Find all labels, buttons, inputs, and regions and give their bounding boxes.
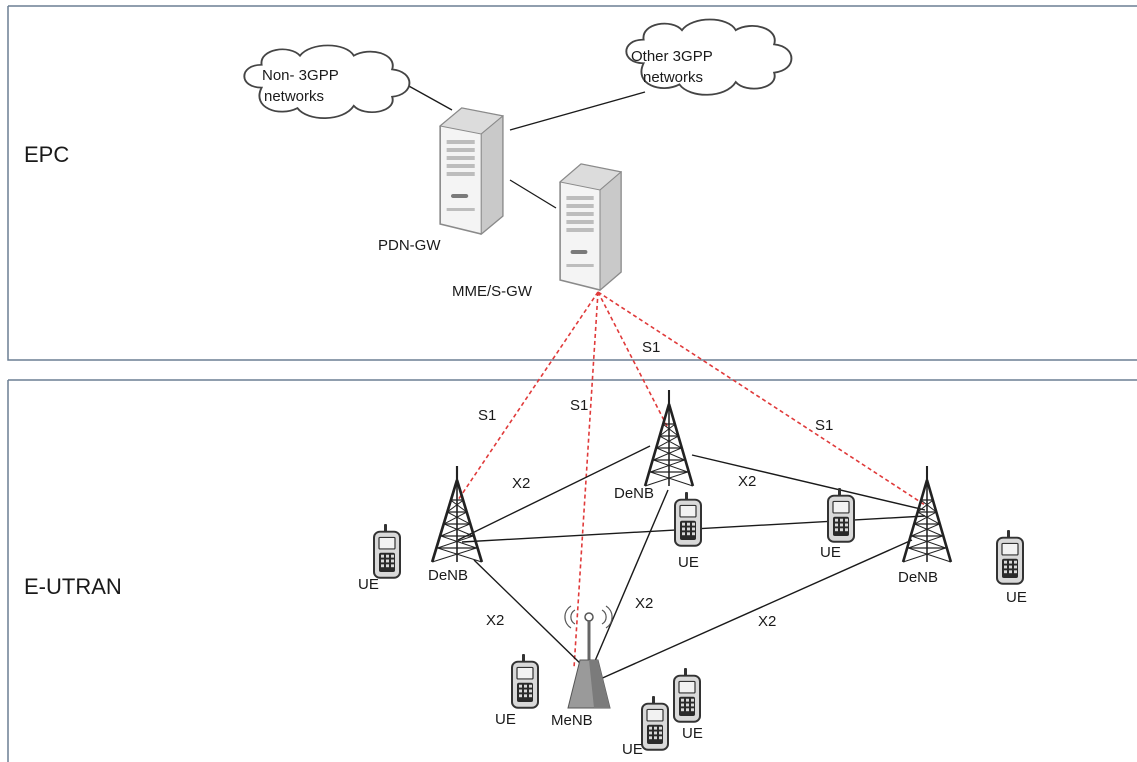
eutran-label: E-UTRAN — [24, 574, 122, 599]
pdn-gw-label: PDN-GW — [378, 237, 441, 254]
ue-7: UE — [622, 695, 669, 758]
ue-3: UE — [820, 487, 855, 561]
ue-5-label: UE — [495, 711, 516, 728]
ue-2: UE — [674, 491, 702, 571]
ue-1-label: UE — [358, 576, 379, 593]
x2-label-3: X2 — [486, 612, 504, 629]
denb-center-label: DeNB — [614, 485, 654, 502]
s1-link-denb-left — [457, 291, 599, 501]
ue-6: UE — [673, 667, 703, 742]
link-pdngw-mmesgw — [509, 179, 557, 209]
ue-1: UE — [358, 523, 401, 593]
eutran-region — [7, 379, 1137, 762]
other-3gpp-label-line2: networks — [643, 69, 703, 86]
non-3gpp-label-line2: networks — [264, 88, 324, 105]
s1-link-menb — [573, 291, 599, 669]
denb-left-label: DeNB — [428, 567, 468, 584]
pdn-gw-server: PDN-GW — [378, 107, 504, 254]
link-labels: S1 S1 S1 S1 X2 X2 X2 X2 X2 — [478, 339, 833, 630]
x2-link-center-right — [691, 454, 926, 511]
denb-right-tower: DeNB — [898, 464, 953, 586]
ue-6-label: UE — [682, 725, 703, 742]
non-3gpp-label-line1: Non- 3GPP — [262, 67, 339, 84]
other-3gpp-cloud: Other 3GPP networks — [625, 18, 793, 96]
epc-region — [7, 5, 1137, 361]
menb-label: MeNB — [551, 712, 593, 729]
x2-link-left-center — [457, 445, 651, 541]
ue-5: UE — [495, 653, 539, 728]
ue-4-label: UE — [1006, 589, 1027, 606]
s1-label-4: S1 — [815, 417, 833, 434]
x2-label-2: X2 — [738, 473, 756, 490]
x2-link-menb-right — [597, 539, 913, 681]
ue-3-label: UE — [820, 544, 841, 561]
ue-4: UE — [996, 529, 1027, 606]
x2-label-4: X2 — [635, 595, 653, 612]
ue-7-label: UE — [622, 741, 643, 758]
s1-label-1: S1 — [478, 407, 496, 424]
x2-label-5: X2 — [758, 613, 776, 630]
x2-link-menb-center — [591, 489, 669, 669]
mme-sgw-server: MME/S-GW — [452, 163, 622, 300]
s1-links — [457, 291, 926, 669]
ue-2-label: UE — [678, 554, 699, 571]
s1-link-denb-right — [597, 291, 926, 506]
s1-label-2: S1 — [570, 397, 588, 414]
s1-link-denb-center — [597, 291, 669, 429]
denb-center-tower: DeNB — [614, 388, 695, 502]
denb-left-tower: DeNB — [428, 464, 484, 584]
link-other3gpp-pdngw — [509, 91, 646, 131]
x2-label-1: X2 — [512, 475, 530, 492]
menb-station: MeNB — [551, 605, 613, 729]
epc-label: EPC — [24, 142, 69, 167]
non-3gpp-cloud: Non- 3GPP networks — [243, 44, 411, 120]
mme-sgw-label: MME/S-GW — [452, 283, 533, 300]
x2-link-left-menb — [473, 559, 586, 669]
s1-label-3: S1 — [642, 339, 660, 356]
denb-right-label: DeNB — [898, 569, 938, 586]
other-3gpp-label-line1: Other 3GPP — [631, 48, 713, 65]
